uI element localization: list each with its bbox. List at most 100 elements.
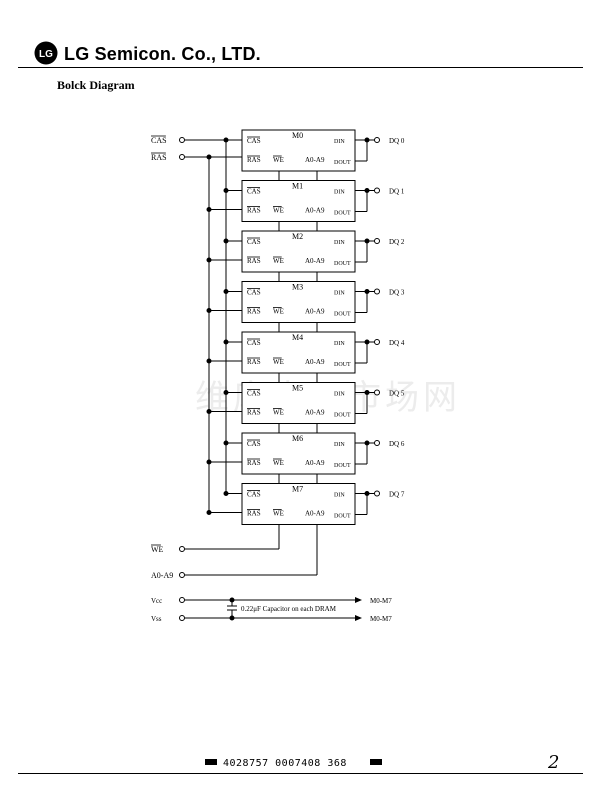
module-pin-din: DIN xyxy=(334,392,345,398)
junction-dot xyxy=(223,390,229,395)
dram-module-m2: M2 xyxy=(241,230,356,273)
module-pin-din: DIN xyxy=(334,493,345,499)
dram-module-m6: M6 xyxy=(241,432,356,475)
module-pin-we: WE xyxy=(273,207,284,215)
page-number: 2 xyxy=(548,752,560,773)
module-pin-we: WE xyxy=(273,358,284,366)
dq-terminal xyxy=(374,187,380,194)
dq-label: DQ 7 xyxy=(389,491,405,499)
input-vcc-terminal xyxy=(179,597,185,603)
module-pin-we: WE xyxy=(273,459,284,467)
module-pin-ras: RAS xyxy=(247,358,261,366)
input-vcc-label: Vcc xyxy=(151,597,162,605)
lg-logo-icon: LG xyxy=(34,41,58,65)
module-pin-we: WE xyxy=(273,257,284,265)
dq-label: DQ 4 xyxy=(389,339,405,347)
footer-code: 4028757 0007408 368 xyxy=(223,758,347,769)
module-pin-dout: DOUT xyxy=(334,413,351,419)
module-pin-cas: CAS xyxy=(247,491,261,499)
module-pin-we: WE xyxy=(273,510,284,518)
module-pin-addr: A0-A9 xyxy=(305,257,325,265)
module-pin-ras: RAS xyxy=(247,510,261,518)
module-box xyxy=(241,281,356,323)
module-pin-cas: CAS xyxy=(247,289,261,297)
module-pin-cas: CAS xyxy=(247,440,261,448)
module-box xyxy=(241,129,356,172)
module-pin-dout: DOUT xyxy=(334,211,351,217)
footer-rule xyxy=(18,773,583,774)
module-name: M3 xyxy=(292,283,303,292)
junction-dot xyxy=(223,289,229,294)
module-box xyxy=(241,483,356,525)
input-we-terminal xyxy=(179,546,185,552)
junction-dot xyxy=(364,491,370,496)
module-pin-we: WE xyxy=(273,156,284,164)
header-rule xyxy=(18,67,583,68)
module-pin-cas: CAS xyxy=(247,137,261,145)
module-box xyxy=(241,432,356,475)
module-name: M5 xyxy=(292,384,303,393)
junction-dot xyxy=(223,238,229,244)
module-pin-addr: A0-A9 xyxy=(305,308,325,316)
junction-dot xyxy=(206,207,212,212)
junction-dot xyxy=(364,188,370,193)
input-we-label: WE xyxy=(151,545,164,554)
module-box xyxy=(241,382,356,424)
cas-bus-junction xyxy=(223,137,229,143)
module-pin-ras: RAS xyxy=(247,409,261,417)
dq-label: DQ 6 xyxy=(389,440,405,448)
module-pin-dout: DOUT xyxy=(334,160,351,166)
module-pin-addr: A0-A9 xyxy=(305,358,325,366)
module-pin-dout: DOUT xyxy=(334,362,351,368)
capacitor-label: 0.22μF Capacitor on each DRAM xyxy=(241,605,337,613)
module-pin-cas: CAS xyxy=(247,238,261,246)
junction-dot xyxy=(223,491,229,496)
dq-terminal xyxy=(374,137,380,143)
module-pin-we: WE xyxy=(273,308,284,316)
module-pin-cas: CAS xyxy=(247,339,261,347)
module-pin-ras: RAS xyxy=(247,156,261,164)
dq-label: DQ 2 xyxy=(389,238,405,246)
module-name: M4 xyxy=(292,333,303,342)
module-pin-we: WE xyxy=(273,409,284,417)
dq-label: DQ 0 xyxy=(389,137,405,145)
junction-dot xyxy=(206,358,212,364)
dram-module-m4: M4 xyxy=(241,331,356,374)
vss-target-label: M0-M7 xyxy=(370,615,392,623)
module-pin-ras: RAS xyxy=(247,308,261,316)
dq-label: DQ 1 xyxy=(389,188,405,196)
module-pin-din: DIN xyxy=(334,240,345,246)
module-box xyxy=(241,180,356,222)
input-vss-label: Vss xyxy=(151,615,162,623)
section-title: Bolck Diagram xyxy=(57,78,135,92)
module-pin-dout: DOUT xyxy=(334,463,351,469)
module-box xyxy=(241,331,356,374)
module-name: M0 xyxy=(292,131,303,140)
dq-terminal xyxy=(374,238,380,244)
junction-dot xyxy=(364,339,370,345)
junction-dot xyxy=(223,440,229,446)
dram-module-m3: M3 xyxy=(241,281,356,323)
vss-arrow-icon xyxy=(355,615,362,621)
input-ras-label: RAS xyxy=(151,153,167,162)
junction-dot xyxy=(206,257,212,263)
junction-dot xyxy=(223,188,229,193)
module-pin-ras: RAS xyxy=(247,257,261,265)
input-ras-terminal xyxy=(179,154,185,160)
module-name: M1 xyxy=(292,182,303,191)
module-pin-addr: A0-A9 xyxy=(305,510,325,518)
vcc-arrow-icon xyxy=(355,597,362,603)
dq-terminal xyxy=(374,490,380,497)
module-pin-dout: DOUT xyxy=(334,514,351,520)
module-pin-ras: RAS xyxy=(247,207,261,215)
vcc-target-label: M0-M7 xyxy=(370,597,392,605)
module-pin-ras: RAS xyxy=(247,459,261,467)
module-name: M7 xyxy=(292,485,303,494)
module-name: M2 xyxy=(292,232,303,241)
junction-dot xyxy=(206,409,212,414)
junction-dot xyxy=(206,308,212,313)
module-pin-din: DIN xyxy=(334,291,345,297)
module-name: M6 xyxy=(292,434,303,443)
junction-dot xyxy=(206,459,212,465)
